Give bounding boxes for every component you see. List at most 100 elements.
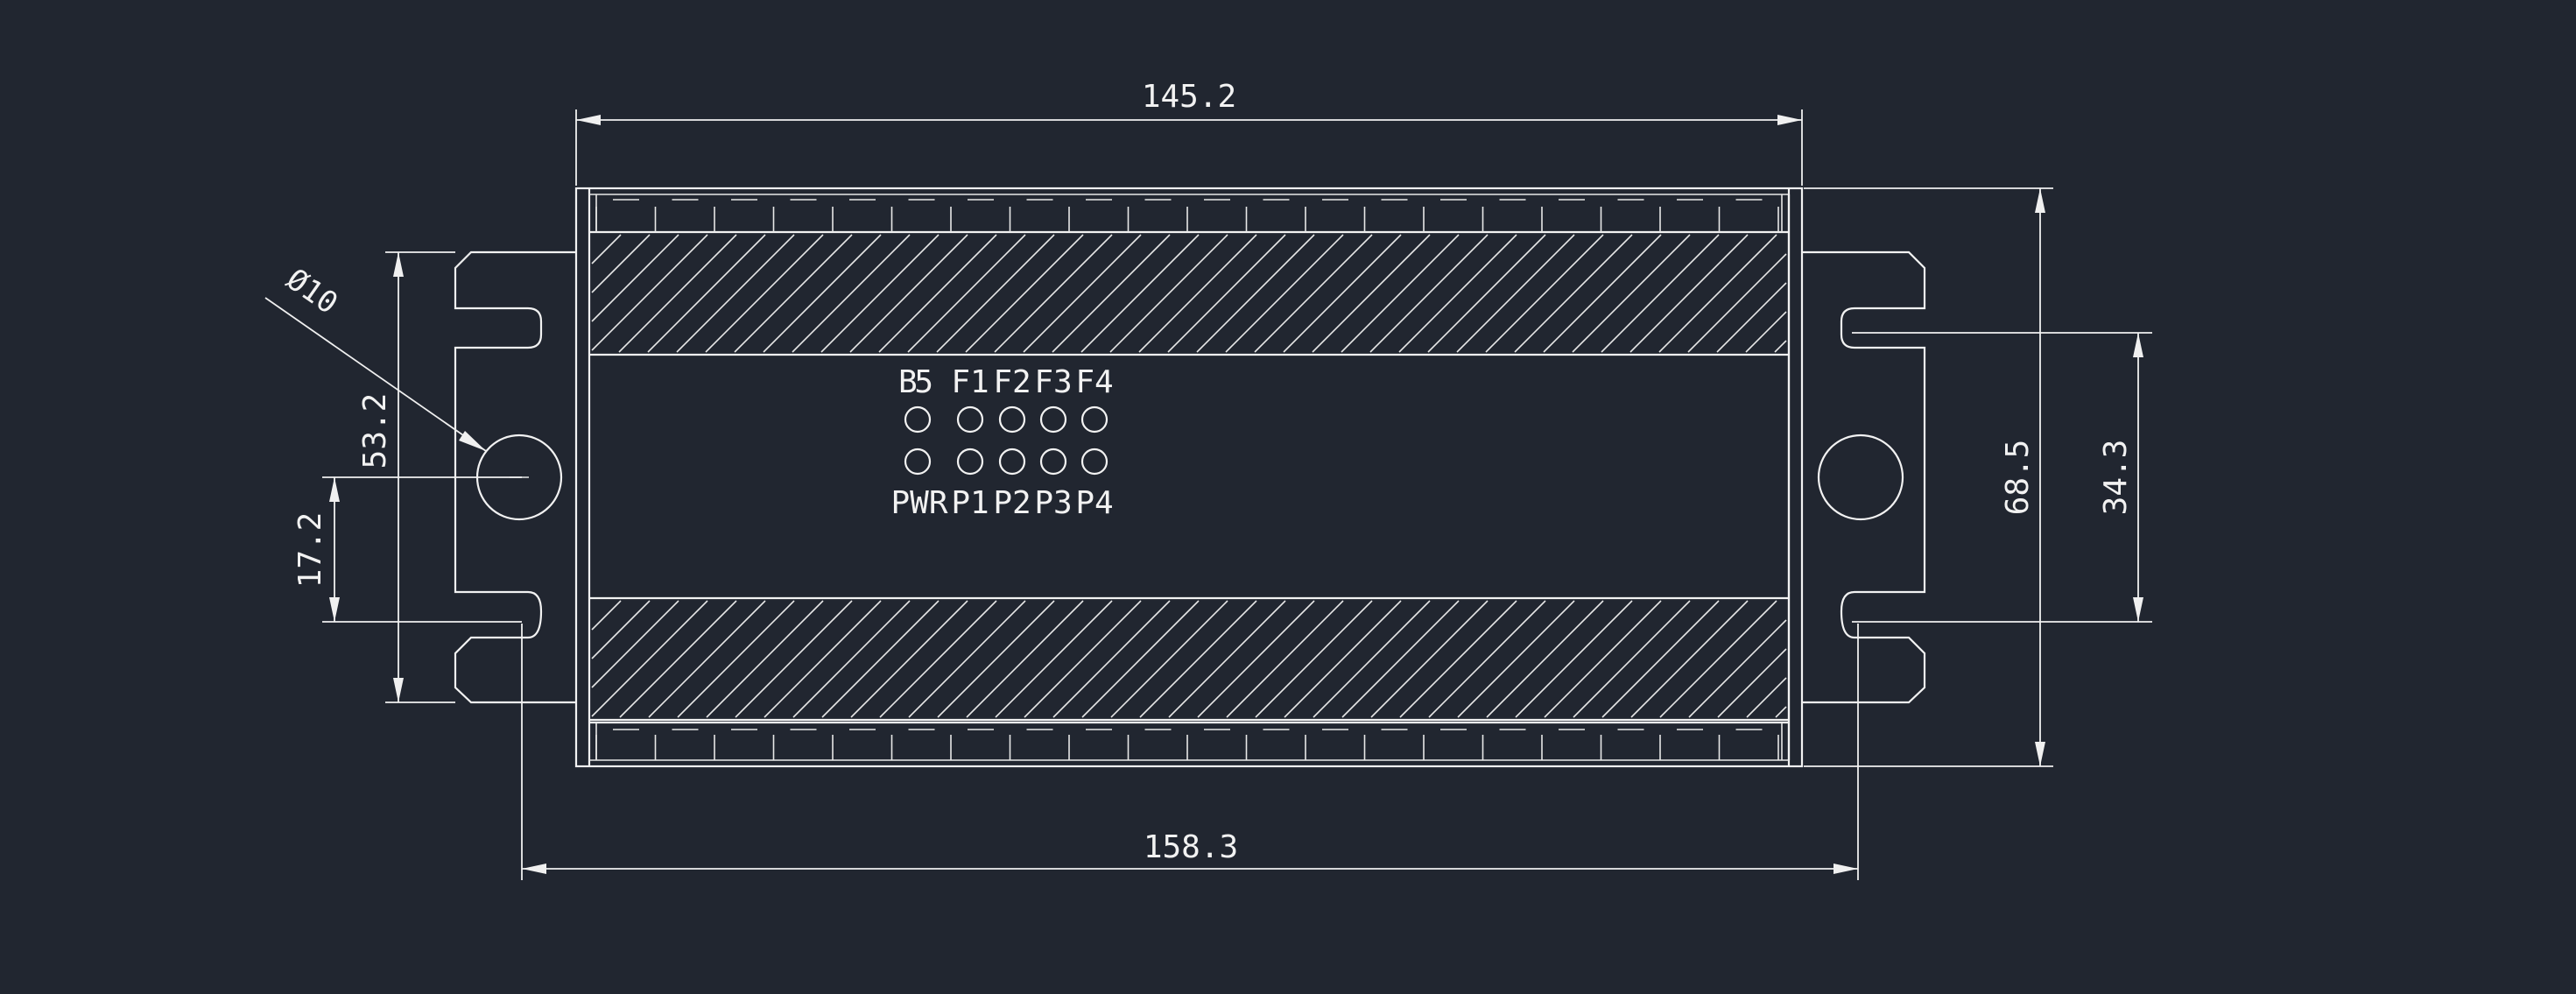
dimension-hole-offset: 17.2 <box>292 476 522 623</box>
indicator-label-p1: P1 <box>951 485 989 521</box>
hatch-line <box>1572 234 1691 353</box>
led-b5 <box>904 405 932 434</box>
hatch-line <box>591 234 708 351</box>
hatch-line <box>1341 234 1460 353</box>
indicator-label-f3: F3 <box>1034 364 1072 400</box>
hatch-line <box>734 234 853 353</box>
hatch-line <box>591 234 679 322</box>
hatch-line <box>1226 600 1344 718</box>
hatch-line <box>879 600 997 718</box>
hatch-line <box>1630 600 1749 718</box>
hatch-line <box>1543 234 1662 353</box>
hatch-line <box>1514 234 1633 353</box>
hatch-line <box>1052 600 1171 718</box>
hatch-line <box>648 600 766 718</box>
led-pwr <box>904 448 932 476</box>
hatch-line <box>936 234 1055 353</box>
hatch-line <box>1255 600 1373 718</box>
dimension-label-overall-height: 68.5 <box>2000 440 2036 516</box>
hatch-line <box>1109 234 1228 353</box>
hatch-line <box>1687 253 1787 353</box>
dimension-label-hole-offset: 17.2 <box>292 512 328 589</box>
dimension-label-overall-width: 145.2 <box>1142 79 1236 115</box>
hatch-line <box>1775 706 1787 718</box>
led-p2 <box>998 448 1026 476</box>
dimension-overall-width: 145.2 <box>575 79 1803 186</box>
hatch-line <box>1658 234 1777 353</box>
right-mounting-flange <box>1802 250 1926 704</box>
hatch-line <box>1196 234 1315 353</box>
dimension-label-flange-height: 53.2 <box>357 393 393 469</box>
right-mounting-hole <box>1817 434 1904 521</box>
hatch-line <box>849 234 968 353</box>
indicator-label-f2: F2 <box>993 364 1031 400</box>
hatch-line <box>647 234 766 353</box>
hatch-line <box>1486 600 1604 718</box>
indicator-label-p4: P4 <box>1075 485 1113 521</box>
dimension-overall-height: 68.5 <box>1804 187 2053 767</box>
hatch-line <box>1052 234 1171 353</box>
hatch-line <box>1544 600 1662 718</box>
hatch-line <box>995 600 1113 718</box>
hatch-line <box>591 600 651 659</box>
hatch-line <box>1370 600 1489 718</box>
hatch-line <box>1399 600 1517 718</box>
hatch-line <box>591 600 708 717</box>
hatch-line <box>966 600 1084 718</box>
hatch-line <box>1601 600 1720 718</box>
hatch-line <box>1139 600 1257 718</box>
bottom-fin-ticks <box>595 729 1779 760</box>
hatch-line <box>1167 234 1286 353</box>
hatch-line <box>1601 234 1720 353</box>
hatch-line <box>1024 600 1142 718</box>
led-p3 <box>1039 448 1067 476</box>
hatch-line <box>792 234 911 353</box>
hatch-line <box>792 600 911 718</box>
hatch-line <box>619 600 737 718</box>
hatch-line <box>1629 234 1749 353</box>
hatch-line <box>965 234 1084 353</box>
led-f1 <box>956 405 984 434</box>
indicator-label-f4: F4 <box>1075 364 1113 400</box>
hatch-line <box>1110 600 1228 718</box>
dimension-slot-span: 34.3 <box>1852 332 2152 623</box>
hatch-line <box>850 600 968 718</box>
indicator-label-p2: P2 <box>993 485 1031 521</box>
indicator-label-f1: F1 <box>951 364 989 400</box>
right-flange-outline <box>1802 250 1926 704</box>
hatch-line <box>764 600 882 718</box>
hatch-line <box>591 600 679 688</box>
hatch-line <box>1225 234 1344 353</box>
top-fin-ticks <box>595 199 1779 232</box>
hatch-line <box>1398 234 1517 353</box>
hatch-line <box>820 234 940 353</box>
hatch-line <box>1456 234 1575 353</box>
hatch-line <box>1313 600 1431 718</box>
hatch-line <box>1023 234 1142 353</box>
hatch-line <box>676 234 795 353</box>
dimension-mount-span: 158.3 <box>521 624 1859 880</box>
body-outline <box>574 187 1804 768</box>
hatch-line <box>1659 600 1777 718</box>
hatch-line <box>1716 282 1787 353</box>
hatch-line <box>677 600 795 718</box>
hatch-line <box>1485 234 1604 353</box>
indicator-label-p3: P3 <box>1034 485 1072 521</box>
hatch-line <box>591 234 622 264</box>
bottom-heatsink-hatch <box>591 600 1787 718</box>
hatch-line <box>1341 600 1460 718</box>
led-f4 <box>1080 405 1109 434</box>
hatch-line <box>1254 234 1373 353</box>
hatch-line <box>1312 234 1431 353</box>
hatch-line <box>1284 600 1402 718</box>
top-heatsink-hatch <box>591 234 1787 353</box>
hatch-line <box>994 234 1113 353</box>
indicator-label-pwr: PWR <box>890 485 947 521</box>
indicator-panel: B5 F1 F2 F3 F4 PWR P1 P2 P3 P4 <box>890 364 1113 521</box>
hatch-line <box>705 234 824 353</box>
hatch-line <box>591 600 622 631</box>
hatch-line <box>1283 234 1402 353</box>
hatch-line <box>821 600 940 718</box>
